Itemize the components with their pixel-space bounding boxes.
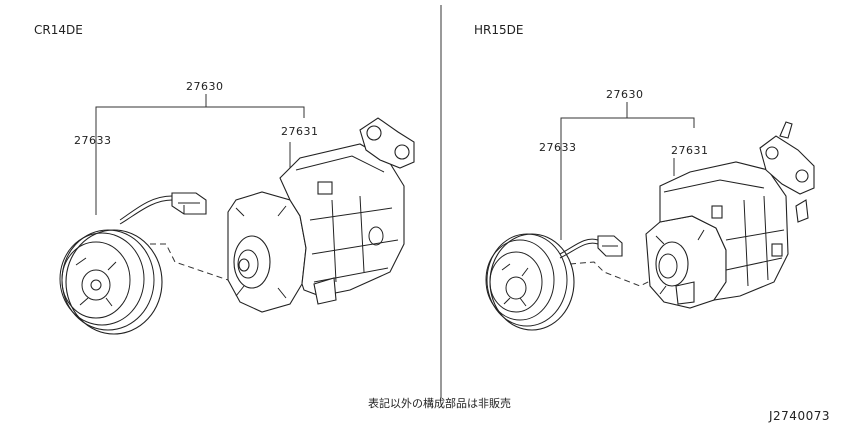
engine-label-left: CR14DE — [34, 23, 83, 37]
magnetic-clutch-right — [485, 233, 623, 331]
assembly-label-right: 27630 — [606, 88, 644, 101]
drawing-code: J2740073 — [768, 409, 830, 423]
assembly-label-left: 27630 — [186, 80, 224, 93]
engine-label-right: HR15DE — [474, 23, 523, 37]
panel-left: CR14DE 27630 27633 27631 — [34, 23, 415, 335]
clutch-label-right: 27633 — [539, 141, 577, 154]
compressor-left — [227, 117, 415, 313]
compressor-right — [645, 121, 815, 309]
assembly-dash-left — [150, 243, 245, 281]
assembly-leader-left — [95, 106, 305, 215]
compressor-label-right: 27631 — [671, 144, 709, 157]
assembly-dash-right — [569, 261, 653, 287]
magnetic-clutch-left — [59, 192, 207, 335]
panel-right: HR15DE 27630 27633 27631 — [474, 23, 815, 331]
compressor-label-left: 27631 — [281, 125, 319, 138]
footer-note: 表記以外の構成部品は非販売 — [368, 396, 511, 410]
clutch-label-left: 27633 — [74, 134, 112, 147]
